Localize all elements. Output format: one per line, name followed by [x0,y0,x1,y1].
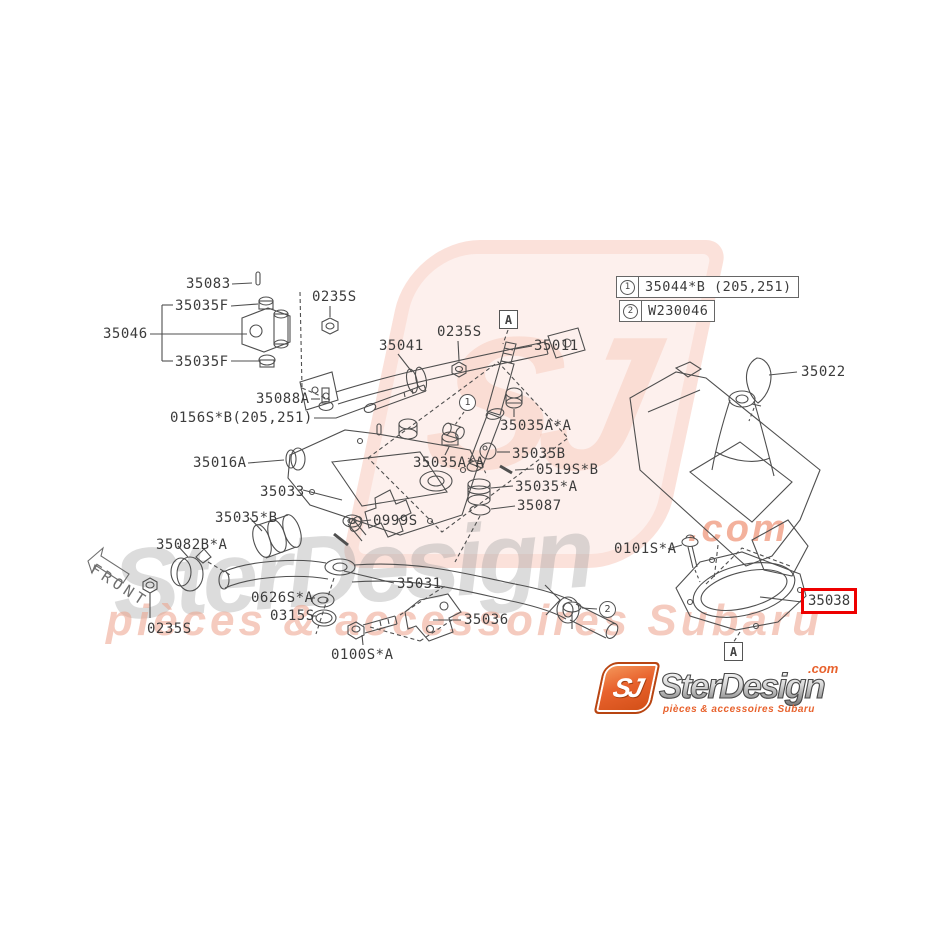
legend-text-1: 35044*B (205,251) [645,279,792,295]
sterdesign-tagline: pièces & accessoires Subaru [663,704,815,715]
part-label-0101sa: 0101S*A [614,541,677,557]
base-plate-35016a-drawing [247,418,479,536]
part-label-35035f-top: 35035F [175,298,229,314]
sterdesign-wordmark: SterDesign [658,666,826,706]
part-label-35035a: 35035*A [515,479,578,495]
legend-circle-1-icon: 1 [617,277,639,297]
marker-box-a-top: A [499,310,518,329]
part-label-0156s: 0156S*B(205,251) [170,410,313,426]
sterdesign-emblem-icon: SJ [593,662,661,714]
part-label-35031: 35031 [397,576,442,592]
front-arrow [87,546,130,584]
bracket-35036-drawing [404,593,462,642]
part-label-35088a: 35088A [256,391,310,407]
part-label-0519sb: 0519S*B [536,462,599,478]
part-label-35035b-big: 35035*B [215,510,278,526]
legend-row-2: 2 W230046 [619,300,716,322]
part-label-0315s: 0315S [270,608,315,624]
sterdesign-logo: SJ SterDesign .com pièces & accessoires … [593,659,852,721]
inner-lever-35035b-drawing [249,489,412,559]
part-label-35035f-bottom: 35035F [175,354,229,370]
shift-lever-35011-drawing [466,329,533,472]
sterdesign-domain: .com [808,661,839,676]
part-label-35033: 35033 [260,484,305,500]
part-label-0626sa: 0626S*A [251,590,314,606]
part-label-35035b: 35035B [512,446,566,462]
part-label-0235s-mid: 0235S [437,324,482,340]
dashed-region-drawing [367,361,569,533]
part-label-35083: 35083 [186,276,231,292]
part-label-35046: 35046 [103,326,148,342]
part-label-0235s-bottom: 0235S [147,621,192,637]
marker-circle-2: 2 [599,601,616,618]
sterdesign-emblem-text: SJ [610,672,644,703]
part-label-35035aa-left: 35035A*A [413,455,485,471]
disc-35082ba-drawing [142,545,233,618]
cover-plate-35038-drawing [667,534,807,644]
legend-circle-2-icon: 2 [620,301,642,321]
nut-0235s-top-drawing [321,306,339,335]
part-label-35022: 35022 [801,364,846,380]
part-label-35035aa-right: 35035A*A [500,418,572,434]
part-label-0100sa: 0100S*A [331,647,394,663]
bushings-35035-drawing [441,387,535,563]
part-label-35011: 35011 [534,338,579,354]
bolts-35088a-0156s-drawing [311,384,427,419]
part-label-0999s: 0999S [373,513,418,529]
marker-box-a-bottom: A [724,642,743,661]
cap-circled2-drawing [544,584,598,629]
part-label-0235s-top: 0235S [312,289,357,305]
part-label-35082ba: 35082B*A [156,537,228,553]
console-35022-drawing [629,357,821,577]
washers-bolt-lower-drawing [311,585,453,646]
marker-circle-1: 1 [459,394,476,411]
legend-row-1: 1 35044*B (205,251) [616,276,799,298]
shift-rod-35041-drawing [299,327,586,411]
legend-text-2: W230046 [648,303,709,319]
highlighted-part-35038: 35038 [801,588,858,614]
part-label-35041: 35041 [379,338,424,354]
part-label-35087: 35087 [517,498,562,514]
part-label-35016a: 35016A [193,455,247,471]
part-label-35036: 35036 [464,612,509,628]
bracket-assembly-35046-drawing [150,271,331,401]
